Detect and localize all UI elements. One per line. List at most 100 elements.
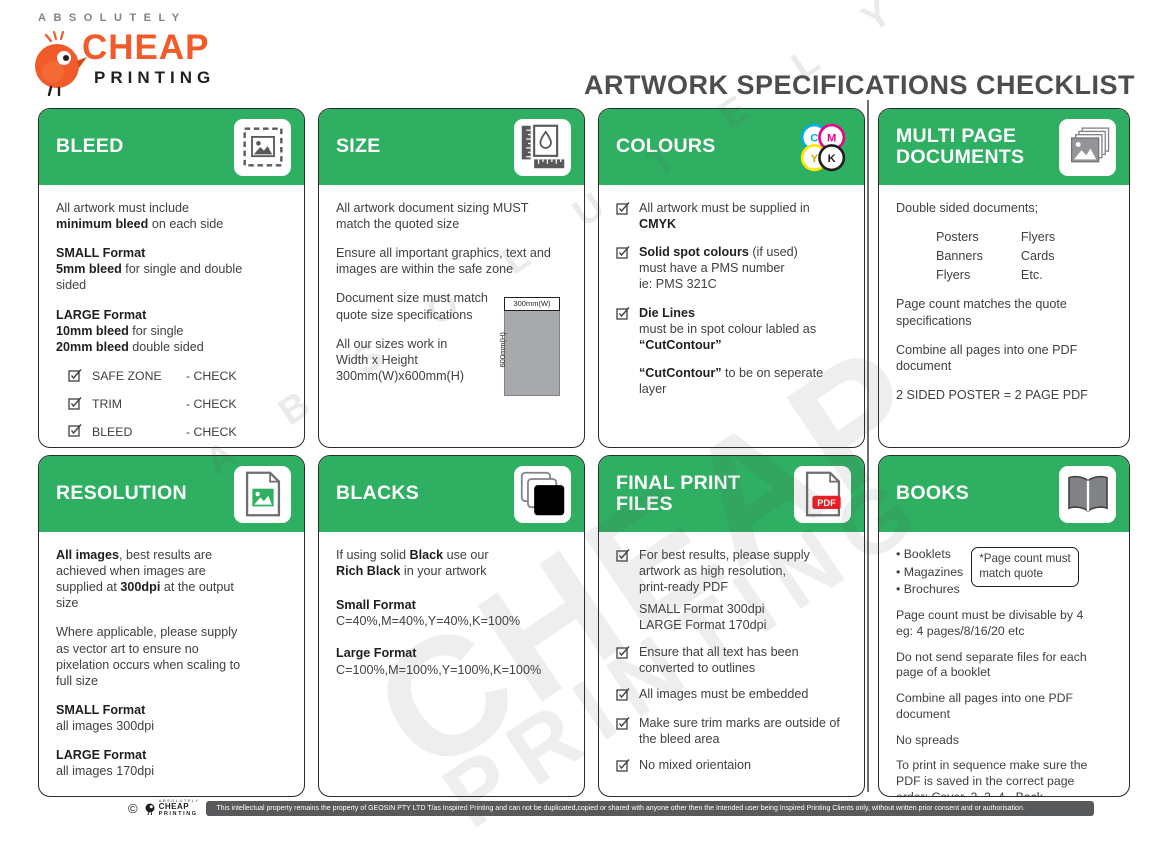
footer-logo-printing: PRINTING: [158, 810, 198, 817]
open-book-icon: [1059, 465, 1116, 523]
card-colours-body: All artwork must be supplied in CMYK Sol…: [599, 185, 864, 418]
check-status: - CHECK: [186, 424, 237, 439]
books-types-row: • Booklets • Magazines • Brochures *Page…: [896, 547, 1113, 598]
footer-legal-text: This intellectual property remains the p…: [206, 800, 1095, 816]
check-status: - CHECK: [186, 369, 237, 384]
check-item-text: For best results, please supply artwork …: [639, 548, 810, 595]
list-item: • Magazines: [896, 564, 964, 579]
paragraph: All artwork must include minimum bleed o…: [56, 201, 224, 232]
checkbox-icon: [616, 244, 630, 263]
paragraph: LARGE Format 10mm bleed for single 20mm …: [56, 307, 204, 354]
list-item: Flyers: [1020, 230, 1056, 245]
check-item: All artwork must be supplied in CMYK: [616, 200, 848, 232]
card-multipage-body: Double sided documents; Posters Banners …: [879, 185, 1129, 424]
checkbox-icon: [616, 200, 630, 219]
footer-bird-icon: [145, 803, 155, 815]
card-resolution-body: All images, best results are achieved wh…: [39, 532, 304, 796]
check-row: TRIM - CHECK: [56, 396, 288, 415]
card-blacks-header: BLACKS: [319, 456, 584, 532]
list-item: Etc.: [1020, 268, 1043, 283]
card-resolution: RESOLUTION All images, best results are …: [38, 455, 305, 797]
checkbox-icon: [616, 757, 630, 776]
paragraph: Large Format C=100%,M=100%,Y=100%,K=100%: [336, 646, 542, 677]
stacked-black-squares-icon: [514, 465, 571, 523]
card-colours: COLOURS C M Y K All artwork must be supp…: [598, 108, 865, 448]
logo-cheap-text: CHEAP: [82, 28, 210, 67]
paragraph: 2 SIDED POSTER = 2 PAGE PDF: [896, 387, 1088, 402]
paragraph: LARGE Format all images 170dpi: [56, 748, 155, 779]
check-item: Die Lines must be in spot colour labled …: [616, 305, 848, 353]
paragraph: Page count must be divisable by 4 eg: 4 …: [896, 608, 1084, 638]
card-colours-title: COLOURS: [616, 135, 716, 158]
check-item-text: No mixed orientaion: [639, 758, 752, 773]
footer-logo-absolutely: ABSOLUTELY: [158, 798, 200, 803]
check-row: SAFE ZONE - CHECK: [56, 368, 288, 387]
svg-text:Y: Y: [811, 152, 819, 164]
check-row: BLEED - CHECK: [56, 423, 288, 442]
card-size-body: All artwork document sizing MUST match t…: [319, 185, 584, 405]
size-diagram: 300mm(W) 600mm(H): [498, 297, 560, 396]
card-finalfiles: FINAL PRINT FILES PDF For best results, …: [598, 455, 865, 797]
page-count-note-box: *Page count must match quote: [971, 547, 1079, 587]
paragraph: Double sided documents;: [896, 201, 1039, 215]
card-resolution-title: RESOLUTION: [56, 482, 187, 505]
card-bleed-header: BLEED: [39, 109, 304, 185]
card-finalfiles-header: FINAL PRINT FILES PDF: [599, 456, 864, 532]
paragraph: Do not send separate files for each page…: [896, 649, 1087, 680]
paragraph: Page count matches the quote specificati…: [896, 297, 1067, 328]
check-item: Ensure that all text has been converted …: [616, 644, 848, 676]
document-types-col2: Flyers Cards Etc.: [1021, 229, 1055, 283]
books-bullet-list: • Booklets • Magazines • Brochures: [896, 547, 963, 598]
paragraph: Small Format C=40%,M=40%,Y=40%,K=100%: [336, 598, 521, 629]
size-width-label: 300mm(W): [504, 297, 560, 311]
cmyk-circles-icon: C M Y K: [794, 119, 851, 176]
paragraph: Where applicable, please supply as vecto…: [56, 625, 241, 688]
paragraph: Combine all pages into one PDF document: [896, 691, 1074, 721]
logo-absolutely-text: ABSOLUTELY: [38, 12, 187, 24]
paragraph: To print in sequence make sure the PDF i…: [896, 758, 1088, 797]
list-item: Cards: [1020, 249, 1055, 264]
paragraph: No spreads: [896, 732, 959, 747]
card-blacks-title: BLACKS: [336, 482, 420, 505]
size-rectangle-graphic: [504, 309, 560, 396]
card-resolution-header: RESOLUTION: [39, 456, 304, 532]
card-books: BOOKS • Booklets • Magazines • Brochures…: [878, 455, 1130, 797]
paragraph: SMALL Format all images 300dpi: [56, 702, 155, 733]
card-size-title: SIZE: [336, 135, 381, 158]
stacked-pages-icon: [1059, 118, 1116, 176]
paragraph: All artwork document sizing MUST match t…: [336, 201, 529, 232]
checkbox-icon: [616, 644, 630, 663]
paragraph: All our sizes work in Width x Height 300…: [336, 336, 465, 383]
check-label: BLEED: [92, 424, 133, 439]
card-blacks: BLACKS If using solid Black use our Rich…: [318, 455, 585, 797]
pdf-file-icon: PDF: [794, 465, 851, 523]
size-height-label: 600mm(H): [498, 332, 508, 368]
check-item-text: All artwork must be supplied in CMYK: [639, 201, 810, 232]
bleed-frame-icon: [234, 118, 291, 176]
paragraph: “CutContour” to be on seperate layer: [639, 365, 824, 396]
check-item: No mixed orientaion: [616, 757, 848, 776]
svg-text:M: M: [827, 132, 836, 144]
svg-text:C: C: [810, 132, 818, 144]
checkbox-icon: [68, 396, 82, 415]
list-item: Banners: [936, 249, 983, 264]
list-item: • Brochures: [896, 582, 960, 597]
paragraph: Combine all pages into one PDF document: [896, 342, 1078, 373]
check-item: Make sure trim marks are outside of the …: [616, 715, 848, 747]
check-item: All images must be embedded: [616, 686, 848, 705]
card-finalfiles-body: For best results, please supply artwork …: [599, 532, 864, 796]
card-books-header: BOOKS: [879, 456, 1129, 532]
paragraph: Document size must match quote size spec…: [336, 291, 488, 322]
paragraph: SMALL Format 300dpi LARGE Format 170dpi: [639, 602, 767, 633]
check-item-text: Make sure trim marks are outside of the …: [639, 715, 840, 746]
footer-logo: ABSOLUTELY CHEAP PRINTING: [145, 798, 200, 817]
paragraph: If using solid Black use our Rich Black …: [336, 548, 489, 579]
paragraph: Ensure all important graphics, text and …: [336, 246, 551, 277]
document-types-list: Posters Banners Flyers Flyers Cards Etc.: [896, 229, 1113, 283]
paragraph: SMALL Format 5mm bleed for single and do…: [56, 246, 243, 293]
company-logo: ABSOLUTELY CHEAP PRINTING: [30, 12, 250, 106]
checkbox-icon: [68, 423, 82, 442]
card-books-title: BOOKS: [896, 482, 970, 505]
card-multipage: MULTI PAGE DOCUMENTS Double sided docume…: [878, 108, 1130, 448]
svg-text:K: K: [828, 152, 836, 164]
